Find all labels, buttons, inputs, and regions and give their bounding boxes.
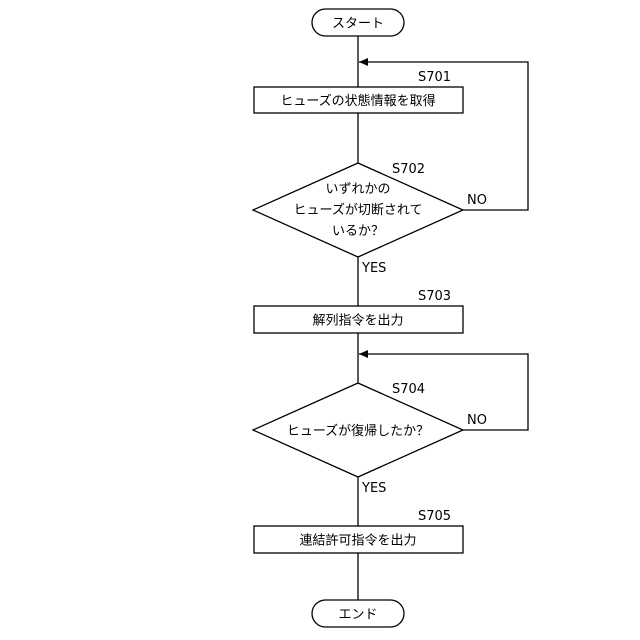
step-id-s701: S701 <box>418 70 451 85</box>
decision-text-s704: ヒューズが復帰したか？ <box>287 423 429 439</box>
step-id-s703: S703 <box>418 289 451 304</box>
decision-text-s702-line2: ヒューズが切断されて <box>294 202 423 218</box>
branch-label-s704-yes: YES <box>361 481 386 496</box>
step-id-s704: S704 <box>392 382 425 397</box>
decision-text-s702-line3: いるか？ <box>332 224 384 239</box>
step-id-s705: S705 <box>418 509 451 524</box>
process-text-s701: ヒューズの状態情報を取得 <box>280 93 435 109</box>
process-text-s705: 連結許可指令を出力 <box>299 534 416 549</box>
process-text-s703: 解列指令を出力 <box>312 314 403 329</box>
start-label: スタート <box>332 17 384 32</box>
branch-label-s702-no: NO <box>467 193 487 208</box>
step-id-s702: S702 <box>392 162 425 177</box>
branch-label-s704-no: NO <box>467 413 487 428</box>
end-label: エンド <box>338 608 377 623</box>
branch-label-s702-yes: YES <box>361 261 386 276</box>
decision-text-s702-line1: いずれかの <box>325 182 390 197</box>
